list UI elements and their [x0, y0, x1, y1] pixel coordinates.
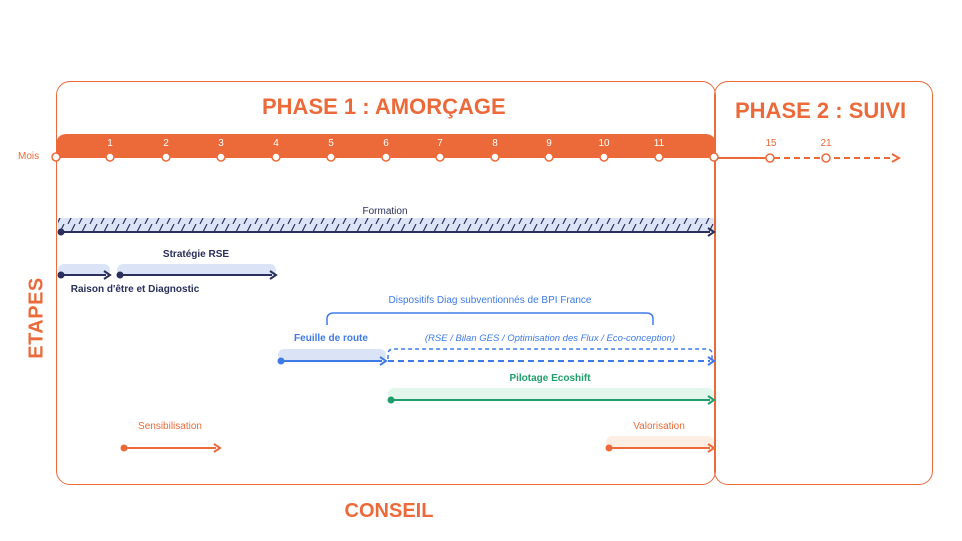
timeline-dot-4: [271, 152, 281, 162]
timeline-dot-3: [216, 152, 226, 162]
phase-2-box: [714, 81, 933, 485]
feuille-start-dot: [277, 357, 285, 365]
month-tick-label: 11: [653, 138, 665, 149]
raison-label: Raison d'être et Diagnostic: [70, 284, 200, 295]
phase2-arrowhead: [891, 153, 902, 163]
mois-label: Mois: [18, 151, 40, 162]
valorisation-band: [606, 436, 714, 448]
phase-1-title: PHASE 1 : AMORÇAGE: [262, 94, 506, 119]
sensibilisation-start-dot: [120, 444, 128, 452]
timeline-dot-6: [381, 152, 391, 162]
etapes-label: ETAPES: [25, 277, 48, 359]
month-tick-label: 5: [328, 138, 334, 149]
month-tick-label: 21: [820, 138, 832, 149]
phase2-dot-15: [765, 153, 775, 163]
timeline-dot-7: [435, 152, 445, 162]
timeline-bar: [56, 134, 716, 158]
strategie-start-dot: [116, 271, 124, 279]
timeline-dot-9: [544, 152, 554, 162]
dispositifs-label: Dispositifs Diag subventionnés de BPI Fr…: [388, 295, 592, 306]
month-tick-label: 4: [273, 138, 279, 149]
month-tick-label: 10: [598, 138, 610, 149]
month-tick-label: 8: [492, 138, 498, 149]
month-tick-label: 9: [546, 138, 552, 149]
timeline-dot-5: [326, 152, 336, 162]
timeline-dots: [51, 152, 719, 162]
formation-start-dot: [57, 228, 65, 236]
timeline-dot-10: [599, 152, 609, 162]
month-tick-label: 6: [383, 138, 389, 149]
formation-arrowhead: [707, 227, 716, 237]
formation-label: Formation: [362, 206, 408, 217]
feuille-arrowhead: [379, 356, 388, 366]
pilotage-start-dot: [387, 396, 395, 404]
valorisation-arrowhead: [707, 443, 716, 453]
sensibilisation-arrowhead: [213, 443, 222, 453]
phase-1-box: [56, 81, 716, 485]
conseil-label: CONSEIL: [344, 500, 434, 522]
feuille-band: [278, 349, 386, 361]
bpi-brace: [326, 312, 654, 325]
phase2-dot-21: [821, 153, 831, 163]
valorisation-start-dot: [605, 444, 613, 452]
month-tick-label: 7: [437, 138, 443, 149]
timeline-dot-8: [490, 152, 500, 162]
feuille-label: Feuille de route: [294, 333, 368, 344]
strategie-label: Stratégie RSE: [162, 249, 230, 260]
month-tick-label: 1: [107, 138, 113, 149]
month-tick-label: 3: [218, 138, 224, 149]
timeline-dot-11: [654, 152, 664, 162]
raison-arrowhead: [103, 270, 112, 280]
rse-dashed-outline: [387, 348, 713, 359]
pilotage-arrowhead: [707, 395, 716, 405]
rse-detail-label: (RSE / Bilan GES / Optimisation des Flux…: [424, 333, 676, 344]
valorisation-label: Valorisation: [633, 421, 685, 432]
formation-band: [58, 218, 714, 232]
strategie-band: [117, 264, 276, 276]
timeline-dot-2: [161, 152, 171, 162]
month-tick-label: 2: [163, 138, 169, 149]
month-tick-label: 15: [765, 138, 777, 149]
raison-band: [58, 264, 110, 276]
phase-2-title: PHASE 2 : SUIVI: [735, 98, 907, 123]
timeline-dot-0: [51, 152, 61, 162]
pilotage-band: [388, 388, 714, 400]
pilotage-label: Pilotage Ecoshift: [509, 373, 591, 384]
rse-arrowhead: [707, 356, 716, 366]
timeline-dot-1: [105, 152, 115, 162]
strategie-arrowhead: [269, 270, 278, 280]
timeline-dot-12: [709, 152, 719, 162]
sensibilisation-label: Sensibilisation: [138, 421, 202, 432]
raison-start-dot: [57, 271, 65, 279]
